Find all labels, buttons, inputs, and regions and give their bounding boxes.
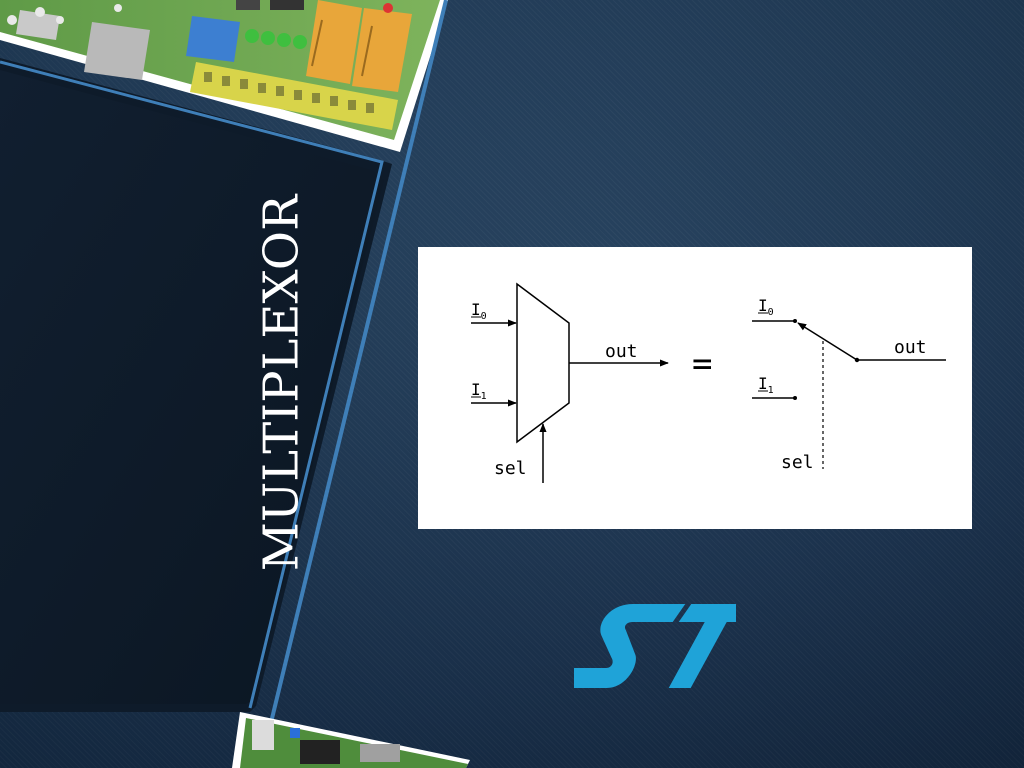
title-panel — [0, 58, 392, 712]
input0-label: I0 — [471, 300, 487, 322]
switch-lever — [797, 322, 858, 361]
output-label: out — [605, 341, 638, 362]
mux-diagram: I0 I1 out sel = I0 I1 — [418, 247, 972, 529]
switch-input0-label: I0 — [758, 296, 774, 318]
switch-output-label: out — [894, 337, 927, 358]
border-stripe — [258, 0, 448, 768]
switch-input1-label: I1 — [758, 374, 774, 396]
switch-select-label: sel — [781, 452, 814, 473]
switch-input0-contact — [793, 319, 797, 323]
equals-sign: = — [692, 344, 712, 384]
slide-title: MULTIPLEXOR — [253, 194, 310, 572]
circuit-board-photo-bottom — [232, 712, 470, 768]
mux-block — [516, 282, 570, 444]
switch-pivot — [854, 357, 860, 363]
circuit-board-photo-top — [0, 0, 448, 152]
mux-diagram-svg: I0 I1 out sel = I0 I1 — [471, 282, 946, 483]
switch-input1-contact — [793, 396, 797, 400]
select-label: sel — [494, 458, 527, 479]
title-area: MULTIPLEXOR — [186, 178, 376, 588]
input1-label: I1 — [471, 380, 487, 402]
st-logo-icon — [574, 604, 736, 688]
